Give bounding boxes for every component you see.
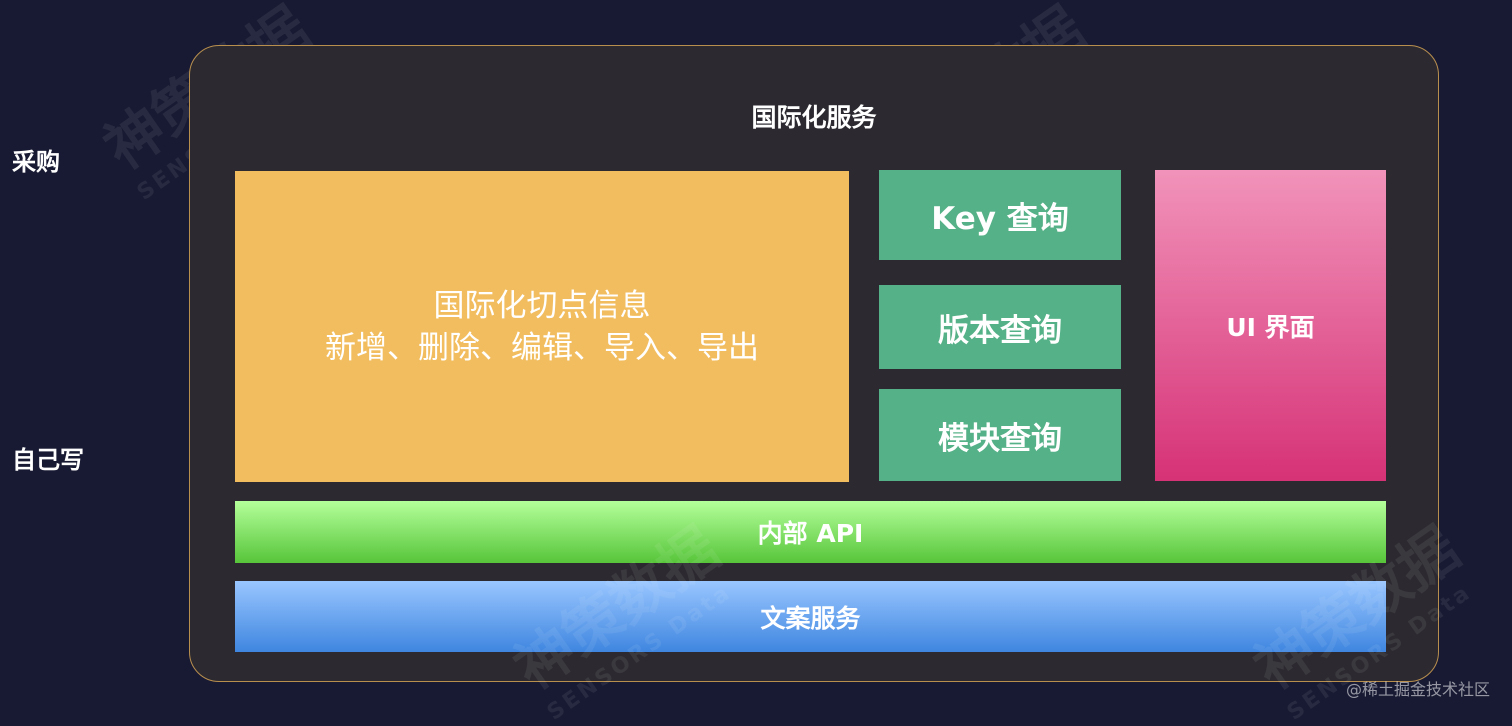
internal-api-bar: 内部 API (235, 501, 1386, 563)
key-query-block: Key 查询 (879, 170, 1121, 260)
ui-block: UI 界面 (1155, 170, 1386, 481)
frame-title: 国际化服务 (751, 103, 877, 132)
cut-info-title: 国际化切点信息 (433, 287, 651, 324)
copy-service-bar: 文案服务 (235, 581, 1386, 652)
self-built-label: 自己写 (12, 446, 84, 474)
cut-info-block: 国际化切点信息 新增、删除、编辑、导入、导出 (235, 171, 849, 482)
version-query-block: 版本查询 (879, 285, 1121, 369)
source-credit: @稀土掘金技术社区 (1345, 680, 1490, 699)
purchase-label: 采购 (12, 148, 60, 176)
cut-info-actions: 新增、删除、编辑、导入、导出 (325, 329, 759, 366)
module-query-block: 模块查询 (879, 389, 1121, 481)
i18n-service-frame: 国际化服务 国际化切点信息 新增、删除、编辑、导入、导出 Key 查询 版本查询… (189, 45, 1439, 682)
